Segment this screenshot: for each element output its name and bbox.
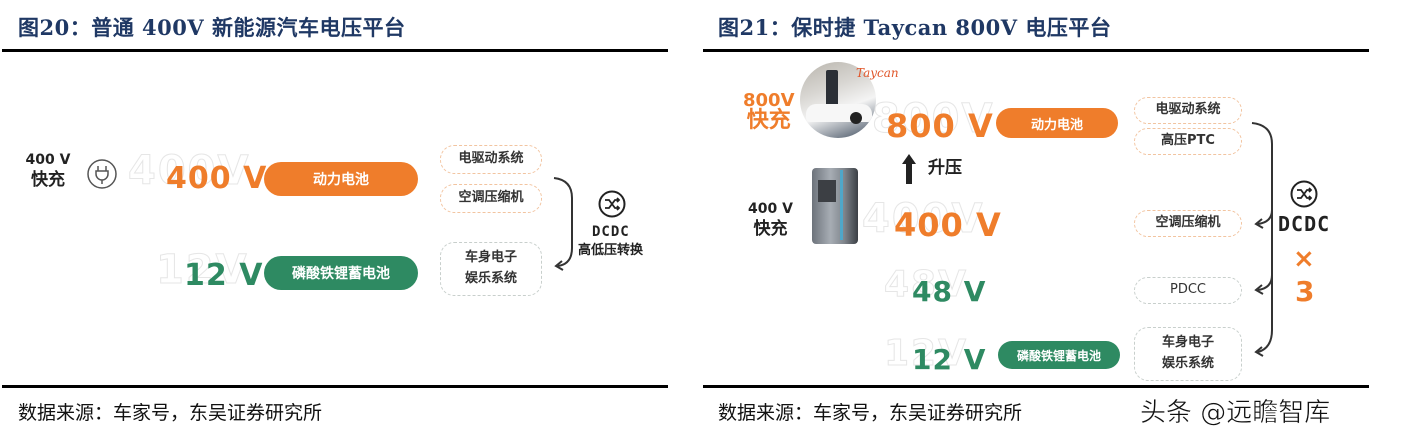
watermark: 头条 @远瞻智库	[1136, 392, 1335, 429]
power-battery-pill: 动力电池	[264, 162, 418, 196]
arrow-up-icon	[902, 154, 916, 184]
fast-charge-label: 400 V 快充	[22, 152, 74, 191]
figure20-top-rule	[2, 49, 668, 52]
fast-charge-400-text: 快充	[753, 218, 788, 239]
shuffle-icon	[598, 190, 626, 218]
figure20-title: 图20：普通 400V 新能源汽车电压平台	[18, 15, 406, 40]
load-motor-drive-2: 电驱动系统	[1134, 97, 1242, 124]
load-ac-compressor-2: 空调压缩机	[1134, 210, 1242, 237]
shuffle-icon-2	[1290, 180, 1318, 208]
charger-station-image	[812, 168, 858, 244]
plug-icon	[86, 158, 118, 190]
load-ac-compressor: 空调压缩机	[440, 184, 542, 213]
voltage-800v: 800 V	[886, 107, 994, 145]
load-body-infotainment: 车身电子 娱乐系统	[440, 242, 542, 296]
figure21-top-rule	[703, 49, 1369, 52]
figure21-title: 图21：保时捷 Taycan 800V 电压平台	[718, 15, 1112, 40]
bracket-arrow-icon	[553, 177, 573, 271]
multiplier-symbol: ×	[1293, 244, 1315, 274]
load-pdcc: PDCC	[1134, 277, 1242, 304]
multiplier-value: 3	[1295, 275, 1315, 308]
ghost-12v-2: 12V	[884, 333, 968, 375]
ghost-48v: 48V	[884, 264, 968, 306]
taycan-badge: Taycan	[856, 66, 899, 80]
figure21-bottom-rule	[703, 385, 1369, 388]
fast-charge-text: 快充	[31, 169, 65, 190]
load-hv-ptc: 高压PTC	[1134, 128, 1242, 155]
fast-charge-400-label: 400 V 快充	[748, 201, 793, 240]
ghost-400v: 400V	[127, 148, 251, 195]
ghost-400v-2: 400V	[861, 196, 985, 243]
power-battery-pill-800: 动力电池	[996, 108, 1118, 138]
dcdc-label-2: DCDC	[1278, 212, 1331, 236]
load-body-infotainment-2: 车身电子 娱乐系统	[1134, 327, 1242, 381]
taycan-car-image	[800, 62, 876, 138]
voltage-400v: 400 V	[166, 161, 268, 196]
voltage-48v: 48 V	[912, 275, 987, 308]
boost-label: 升压	[928, 158, 962, 178]
voltage-12v-2: 12 V	[912, 343, 987, 376]
figure20-source: 数据来源：车家号，东吴证券研究所	[18, 402, 323, 424]
load-motor-drive: 电驱动系统	[440, 145, 542, 174]
lfp-battery-pill: 磷酸铁锂蓄电池	[264, 256, 418, 290]
lfp-battery-pill-12v: 磷酸铁锂蓄电池	[998, 341, 1120, 369]
dcdc-label: DCDC	[592, 224, 630, 240]
ghost-800v: 800V	[871, 96, 995, 143]
ghost-12v: 12V	[156, 247, 249, 294]
voltage-12v: 12 V	[184, 258, 264, 293]
dcdc-desc: 高低压转换	[578, 243, 644, 258]
bracket-arrows-icon	[1251, 122, 1273, 357]
fast-charge-800-text: 快充	[746, 108, 791, 133]
fast-charge-voltage: 400 V	[25, 152, 71, 168]
figure20-bottom-rule	[2, 385, 668, 388]
fast-charge-800-voltage: 800V	[743, 90, 795, 111]
fast-charge-800-label: 800V 快充	[743, 92, 795, 132]
figure21-source: 数据来源：车家号，东吴证券研究所	[718, 402, 1023, 424]
voltage-400v-2: 400 V	[894, 206, 1002, 244]
fast-charge-400-voltage: 400 V	[748, 201, 793, 217]
